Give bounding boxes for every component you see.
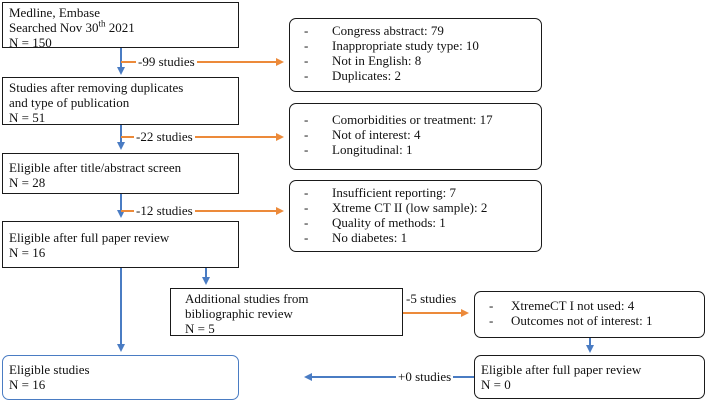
box-database-search: Medline, Embase Searched Nov 30th 2021 N…	[2, 2, 239, 50]
box-additional-line3: N = 5	[185, 321, 215, 336]
box-dedup-line3: N = 51	[9, 110, 46, 125]
box-additional-line2: bibliographic review	[185, 306, 293, 321]
label-minus-12-studies: -12 studies	[134, 203, 195, 218]
box-dedup-line2: and type of publication	[9, 95, 130, 110]
box-after-deduplication: Studies after removing duplicates and ty…	[2, 77, 239, 125]
exclusion-item: -Duplicates: 2	[304, 68, 401, 83]
box-title-line2: N = 28	[9, 175, 46, 190]
exclusion-box-4: -XtremeCT I not used: 4 -Outcomes not of…	[474, 291, 705, 338]
exclusion-item: -Not in English: 8	[304, 53, 422, 68]
exclusion-list-2: -Comorbidities or treatment: 17 -Not of …	[296, 112, 535, 157]
box-eligible-right-line1: Eligible after full paper review	[481, 362, 642, 377]
box-source-line1: Medline, Embase	[9, 5, 100, 20]
exclusion-item: -Not of interest: 4	[304, 127, 421, 142]
box-title-line1: Eligible after title/abstract screen	[9, 160, 182, 175]
box-full-line1: Eligible after full paper review	[9, 230, 170, 245]
exclusion-item: -Longitudinal: 1	[304, 142, 413, 157]
label-plus-0-studies: +0 studies	[396, 369, 454, 384]
exclusion-item: -No diabetes: 1	[304, 230, 408, 245]
box-eligible-right: Eligible after full paper review N = 0	[474, 355, 705, 399]
box-eligible-studies: Eligible studies N = 16	[2, 355, 239, 400]
box-eligible-right-line2: N = 0	[481, 377, 511, 392]
exclusion-box-3: -Insufficient reporting: 7 -Xtreme CT II…	[289, 180, 542, 252]
box-eligible-line2: N = 16	[9, 377, 46, 392]
box-full-line2: N = 16	[9, 245, 46, 260]
box-full-paper-review: Eligible after full paper review N = 16	[2, 221, 239, 268]
exclusion-item: -Outcomes not of interest: 1	[489, 313, 653, 328]
exclusion-item: -Comorbidities or treatment: 17	[304, 112, 493, 127]
exclusion-item: -Xtreme CT II (low sample): 2	[304, 200, 488, 215]
exclusion-list-4: -XtremeCT I not used: 4 -Outcomes not of…	[481, 298, 698, 328]
box-additional-line1: Additional studies from	[185, 291, 309, 306]
box-source-line2: Searched Nov 30th 2021	[9, 18, 135, 35]
box-title-abstract-screen: Eligible after title/abstract screen N =…	[2, 153, 239, 194]
label-minus-5-studies: -5 studies	[406, 291, 457, 306]
box-dedup-line1: Studies after removing duplicates	[9, 80, 184, 95]
exclusion-item: -Quality of methods: 1	[304, 215, 446, 230]
exclusion-item: -Insufficient reporting: 7	[304, 185, 456, 200]
exclusion-box-1: -Congress abstract: 79 -Inappropriate st…	[289, 18, 542, 92]
exclusion-list-3: -Insufficient reporting: 7 -Xtreme CT II…	[296, 185, 535, 245]
exclusion-item: -Inappropriate study type: 10	[304, 38, 479, 53]
box-additional-studies: Additional studies from bibliographic re…	[170, 288, 403, 336]
label-minus-22-studies: -22 studies	[134, 129, 195, 144]
exclusion-box-2: -Comorbidities or treatment: 17 -Not of …	[289, 103, 542, 170]
label-minus-99-studies: -99 studies	[136, 54, 197, 69]
box-source-line3: N = 150	[9, 35, 52, 50]
box-eligible-line1: Eligible studies	[9, 362, 90, 377]
exclusion-item: -XtremeCT I not used: 4	[489, 298, 635, 313]
exclusion-list-1: -Congress abstract: 79 -Inappropriate st…	[296, 23, 535, 83]
exclusion-item: -Congress abstract: 79	[304, 23, 444, 38]
